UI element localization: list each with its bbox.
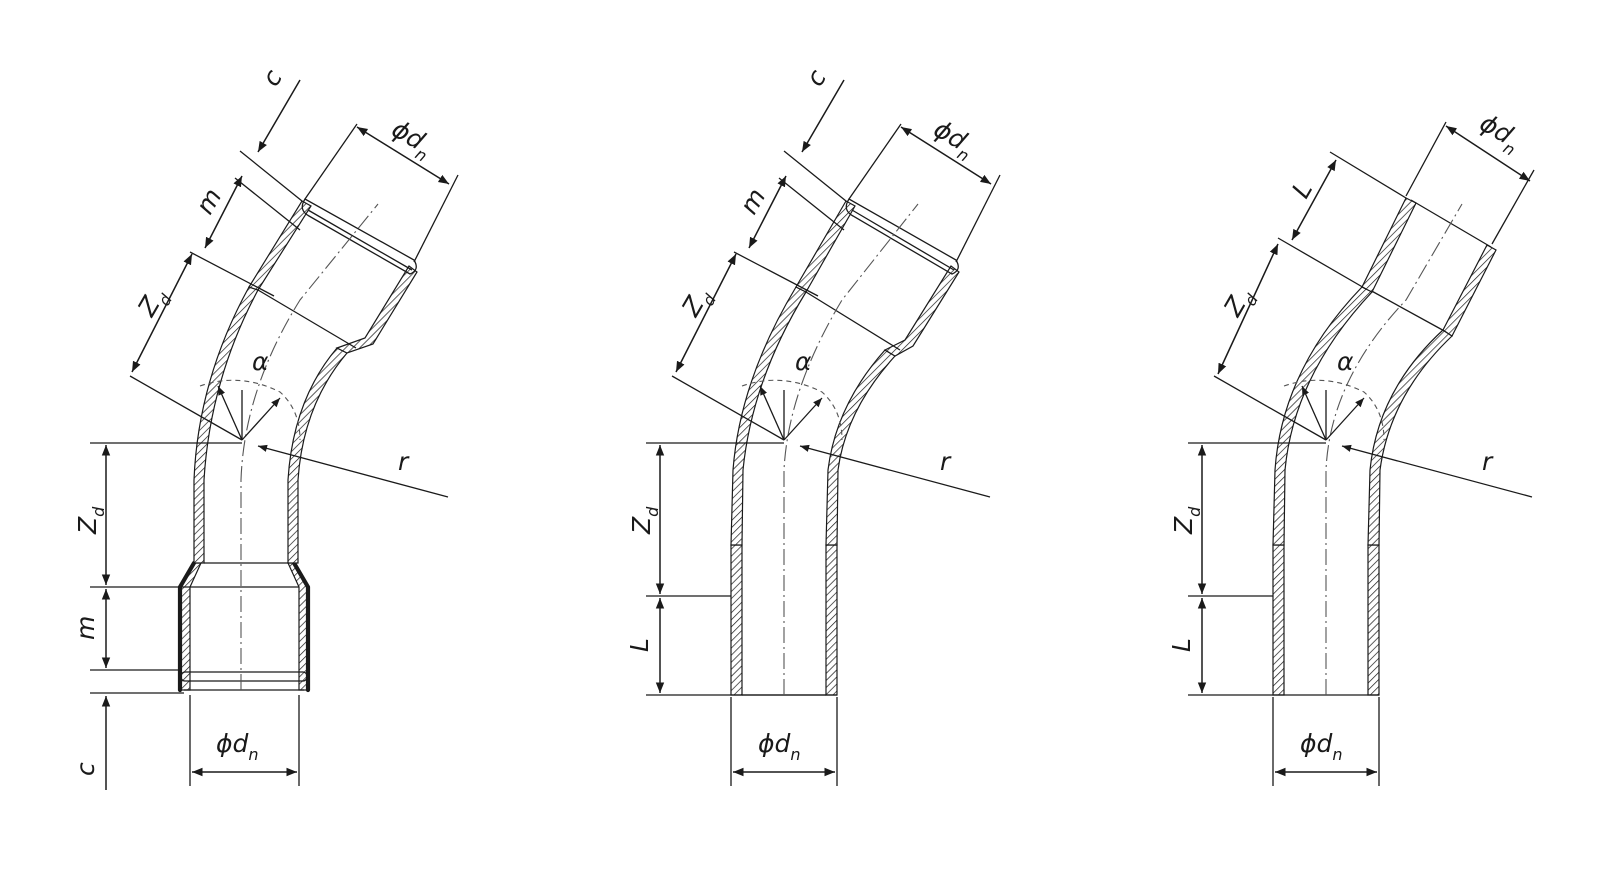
label-alpha: α (795, 347, 812, 376)
label-l-top: L (1286, 176, 1318, 203)
top-socket (248, 198, 418, 354)
top-spigot (1361, 197, 1497, 337)
label-m-top: m (734, 183, 771, 219)
label-m-top: m (190, 183, 227, 219)
label-zd-bottom: Zd (627, 506, 662, 535)
figure-spigot-spigot-bend: ϕdn L Zd α r Zd L ϕdn (1167, 108, 1535, 786)
bottom-spigot (1272, 544, 1380, 696)
label-alpha: α (252, 347, 269, 376)
label-alpha: α (1337, 347, 1354, 376)
label-c-top: c (256, 64, 288, 91)
label-zd-top: Zd (132, 282, 177, 325)
label-dn-bottom: ϕdn (1300, 729, 1343, 764)
label-zd-top: Zd (1218, 282, 1263, 325)
bend-body (1272, 286, 1453, 546)
label-dn-bottom: ϕdn (758, 729, 801, 764)
label-l-bottom: L (1167, 638, 1196, 652)
label-m-bottom: m (71, 616, 100, 640)
label-l-bottom: L (625, 638, 654, 652)
label-zd-top: Zd (676, 282, 721, 325)
label-r: r (1482, 447, 1494, 476)
label-dn-top: ϕdn (926, 114, 980, 166)
bend-body (730, 286, 896, 546)
figure-double-socket-bend: c ϕdn m Zd α r Zd m c ϕdn (71, 64, 459, 790)
label-dn-top: ϕdn (384, 114, 438, 166)
label-zd-bottom: Zd (1169, 506, 1204, 535)
label-r: r (398, 447, 410, 476)
label-dn-bottom: ϕdn (216, 729, 259, 764)
figure-socket-spigot-bend: c ϕdn m Zd α r Zd L ϕdn (625, 64, 1001, 786)
label-c-top: c (800, 64, 832, 91)
label-r: r (940, 447, 952, 476)
bottom-socket (177, 560, 311, 693)
label-zd-bottom: Zd (73, 506, 108, 535)
label-c-bottom: c (71, 762, 100, 776)
label-dn-top: ϕdn (1472, 108, 1526, 160)
top-socket (795, 198, 960, 357)
spigot-end (730, 544, 838, 696)
